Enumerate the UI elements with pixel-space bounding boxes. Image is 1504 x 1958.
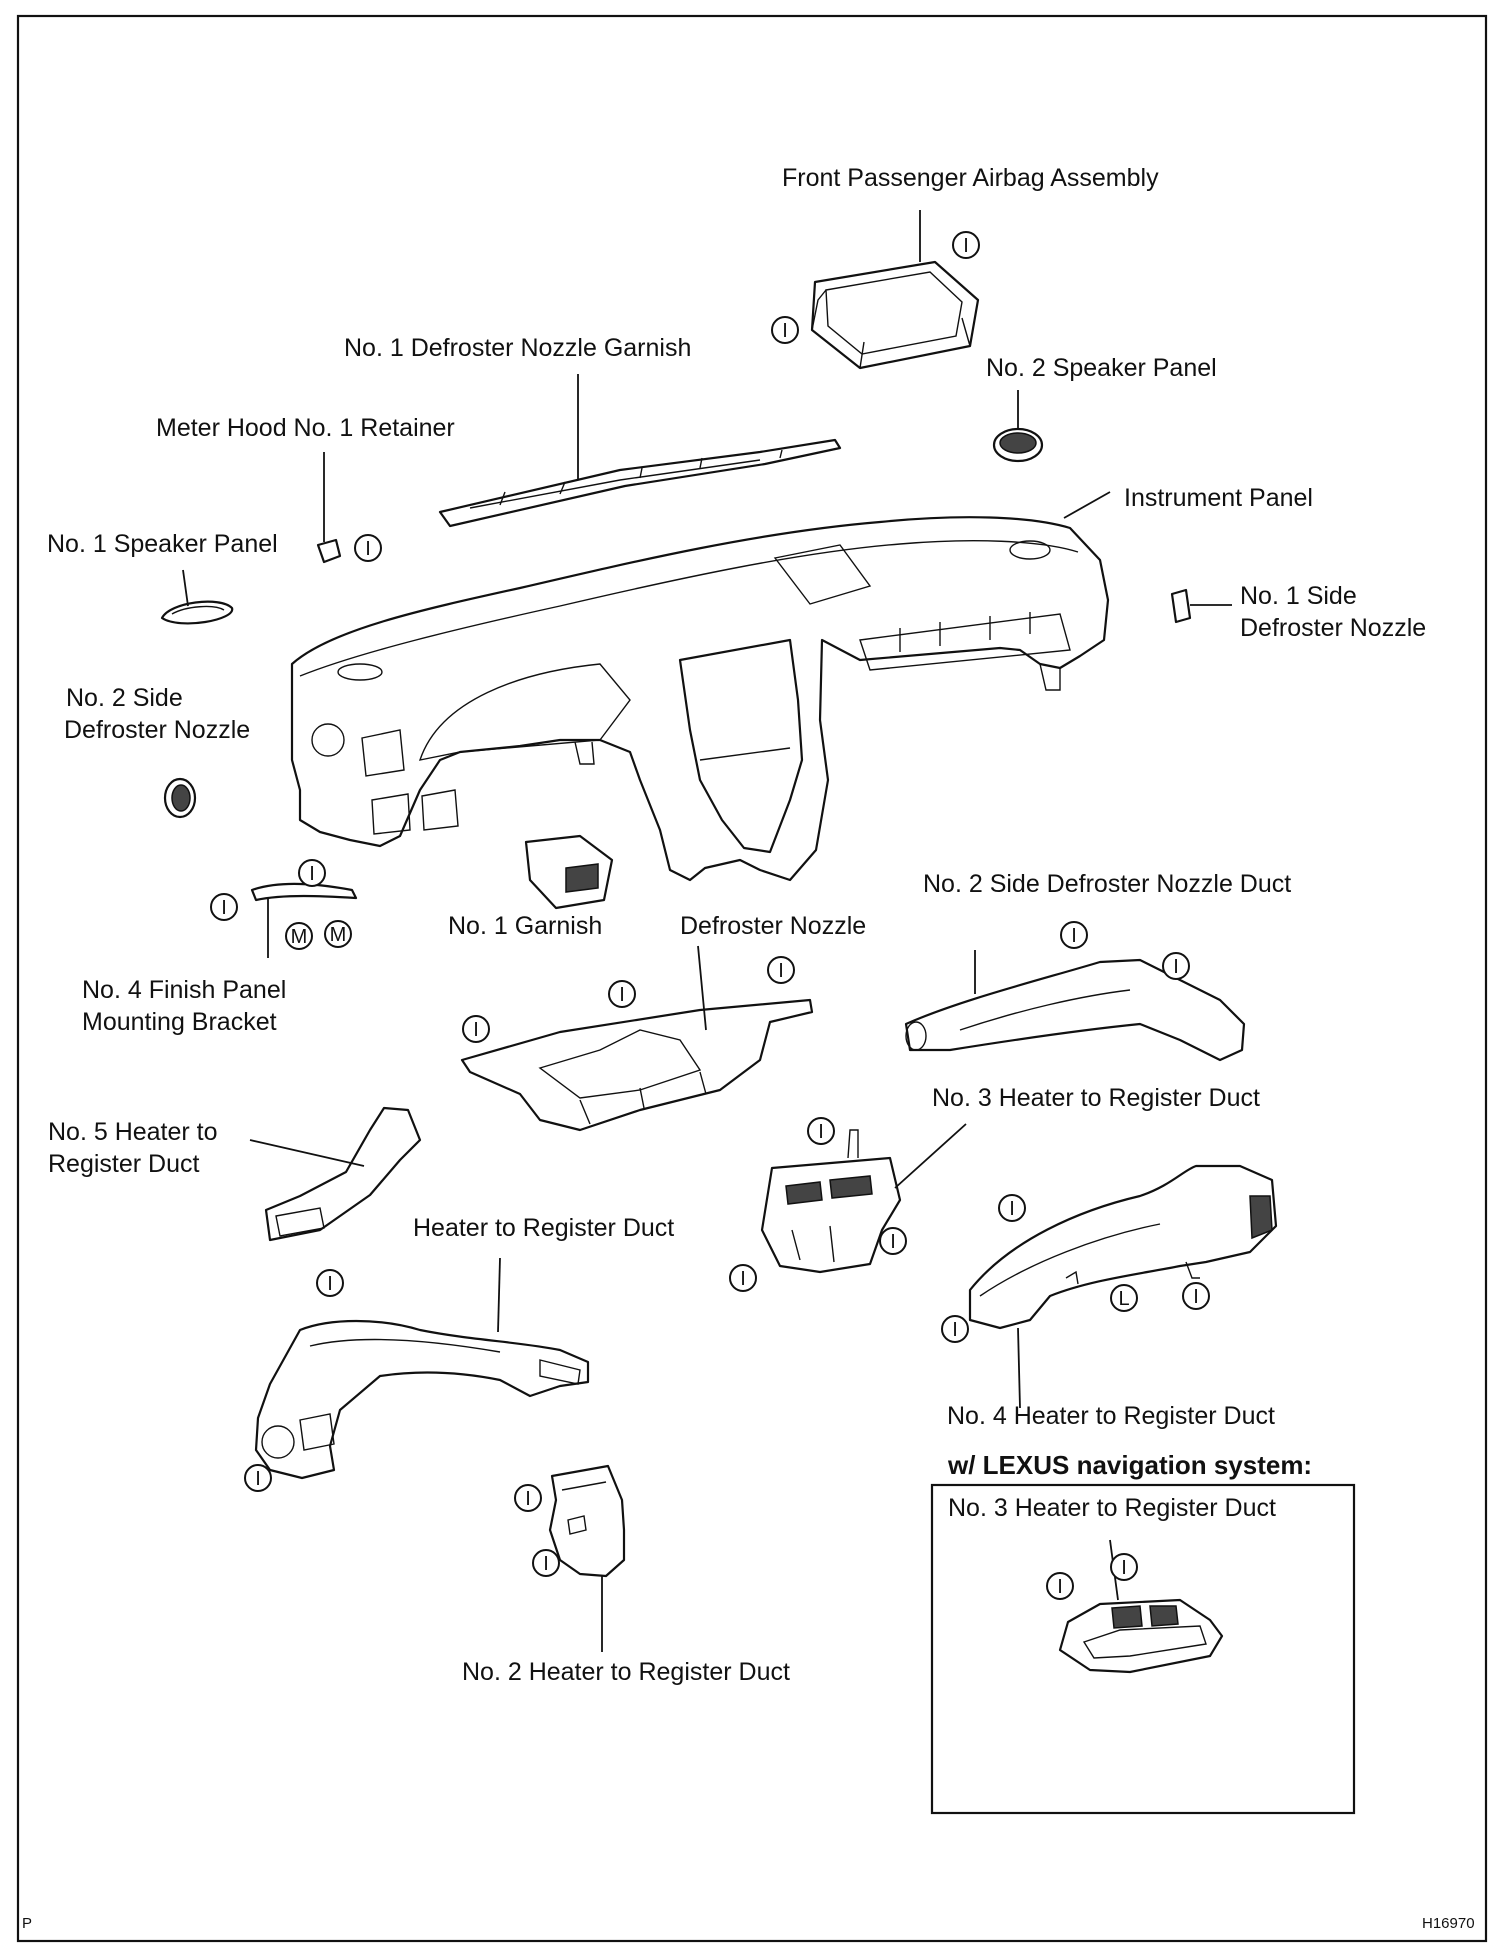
page-frame — [16, 14, 1488, 1943]
speaker-panel-1-drawing — [160, 600, 234, 625]
clip-callout-i: I — [244, 1464, 272, 1492]
speaker-panel-1-label: No. 1 Speaker Panel — [47, 530, 278, 558]
heater-duct-2-label: No. 2 Heater to Register Duct — [462, 1658, 790, 1686]
clip-callout-i: I — [952, 231, 980, 259]
side-defroster-nozzle-1-drawing — [1170, 588, 1192, 624]
clip-callout-label: I — [963, 235, 969, 257]
clip-callout-label: I — [782, 320, 788, 342]
nav-heater-duct-3-drawing — [1058, 1598, 1224, 1674]
nav-variant-box — [930, 1483, 1356, 1815]
instrument-panel-label: Instrument Panel — [1124, 484, 1313, 512]
heater-duct-2-drawing — [548, 1464, 626, 1578]
clip-callout-i: I — [941, 1315, 969, 1343]
meter-hood-label: Meter Hood No. 1 Retainer — [156, 414, 455, 442]
defroster-nozzle-drawing — [460, 998, 814, 1132]
speaker-panel-2-label: No. 2 Speaker Panel — [986, 354, 1217, 382]
clip-callout-label: I — [1009, 1198, 1015, 1220]
side-defroster-nozzle-2-drawing — [163, 777, 197, 819]
clip-callout-i: I — [1060, 921, 1088, 949]
clip-callout-label: I — [619, 984, 625, 1006]
clip-callout-label: I — [818, 1121, 824, 1143]
clip-callout-label: L — [1118, 1288, 1129, 1310]
heater-duct-3-label: No. 3 Heater to Register Duct — [932, 1084, 1260, 1112]
heater-duct-5-label-line1: No. 5 Heater to — [48, 1118, 218, 1146]
figure-code: H16970 — [1422, 1915, 1475, 1932]
defroster-nozzle-label: Defroster Nozzle — [680, 912, 866, 940]
clip-callout-i: I — [1046, 1572, 1074, 1600]
finish-panel-label-line2: Mounting Bracket — [82, 1008, 277, 1036]
clip-callout-i: I — [807, 1117, 835, 1145]
heater-duct-5-drawing — [264, 1106, 422, 1242]
garnish-1-drawing — [524, 834, 614, 910]
meter-hood-retainer-drawing — [316, 538, 342, 564]
defroster-garnish-drawing — [438, 438, 842, 528]
heater-duct-3-drawing — [760, 1129, 902, 1274]
clip-callout-label: I — [255, 1468, 261, 1490]
clip-callout-label: I — [952, 1319, 958, 1341]
corner-mark-left: P — [22, 1915, 32, 1932]
clip-callout-i: I — [298, 859, 326, 887]
clip-callout-i: I — [532, 1549, 560, 1577]
clip-callout-label: I — [221, 897, 227, 919]
heater-duct-4-label: No. 4 Heater to Register Duct — [947, 1402, 1275, 1430]
heater-duct-4-drawing — [968, 1164, 1278, 1330]
finish-panel-bracket-drawing — [250, 882, 358, 902]
defroster-garnish-label: No. 1 Defroster Nozzle Garnish — [344, 334, 691, 362]
clip-callout-i: I — [462, 1015, 490, 1043]
clip-callout-label: I — [890, 1231, 896, 1253]
clip-callout-i: I — [1162, 952, 1190, 980]
side-defroster-2-label-line1: No. 2 Side — [66, 684, 183, 712]
clip-callout-i: I — [879, 1227, 907, 1255]
clip-callout-l: L — [1110, 1284, 1138, 1312]
clip-callout-label: I — [327, 1273, 333, 1295]
clip-callout-i: I — [767, 956, 795, 984]
clip-callouts: I I I I I M M I I I I I I I I I L I I I … — [210, 231, 1210, 1600]
garnish-1-label: No. 1 Garnish — [448, 912, 602, 940]
clip-callout-label: M — [291, 926, 308, 948]
side-defroster-1-label-line2: Defroster Nozzle — [1240, 614, 1426, 642]
nav-heater-duct-3-label: No. 3 Heater to Register Duct — [948, 1494, 1276, 1522]
clip-callout-label: I — [740, 1268, 746, 1290]
airbag-assembly-drawing — [810, 260, 980, 370]
leader-lines — [182, 210, 1232, 1652]
clip-callout-i: I — [316, 1269, 344, 1297]
clip-callout-i: I — [1182, 1282, 1210, 1310]
finish-panel-label-line1: No. 4 Finish Panel — [82, 976, 286, 1004]
clip-callout-label: I — [1057, 1576, 1063, 1598]
clip-callout-m: M — [324, 920, 352, 948]
clip-callout-label: I — [525, 1488, 531, 1510]
clip-callout-i: I — [771, 316, 799, 344]
clip-callout-i: I — [514, 1484, 542, 1512]
clip-callout-label: I — [1121, 1557, 1127, 1579]
speaker-panel-2-drawing — [992, 427, 1044, 463]
clip-callout-i: I — [354, 534, 382, 562]
heater-duct-drawing — [254, 1319, 590, 1480]
nav-variant-heading: w/ LEXUS navigation system: — [947, 1450, 1312, 1480]
clip-callout-label: I — [473, 1019, 479, 1041]
clip-callout-m: M — [285, 922, 313, 950]
clip-callout-label: I — [543, 1553, 549, 1575]
airbag-label: Front Passenger Airbag Assembly — [782, 164, 1159, 192]
clip-callout-label: I — [365, 538, 371, 560]
instrument-panel-drawing — [290, 516, 1110, 882]
clip-callout-label: I — [309, 863, 315, 885]
clip-callout-label: I — [1173, 956, 1179, 978]
clip-callout-label: I — [778, 960, 784, 982]
heater-duct-5-label-line2: Register Duct — [48, 1150, 199, 1178]
clip-callout-i: I — [608, 980, 636, 1008]
clip-callout-i: I — [729, 1264, 757, 1292]
clip-callout-label: I — [1071, 925, 1077, 947]
side-defroster-1-label-line1: No. 1 Side — [1240, 582, 1357, 610]
clip-callout-label: M — [330, 924, 347, 946]
clip-callout-label: I — [1193, 1286, 1199, 1308]
clip-callout-i: I — [1110, 1553, 1138, 1581]
heater-duct-label: Heater to Register Duct — [413, 1214, 674, 1242]
side-defroster-2-label-line2: Defroster Nozzle — [64, 716, 250, 744]
side-defroster-duct-2-label: No. 2 Side Defroster Nozzle Duct — [923, 870, 1291, 898]
clip-callout-i: I — [998, 1194, 1026, 1222]
side-defroster-duct-2-drawing — [904, 958, 1246, 1062]
clip-callout-i: I — [210, 893, 238, 921]
